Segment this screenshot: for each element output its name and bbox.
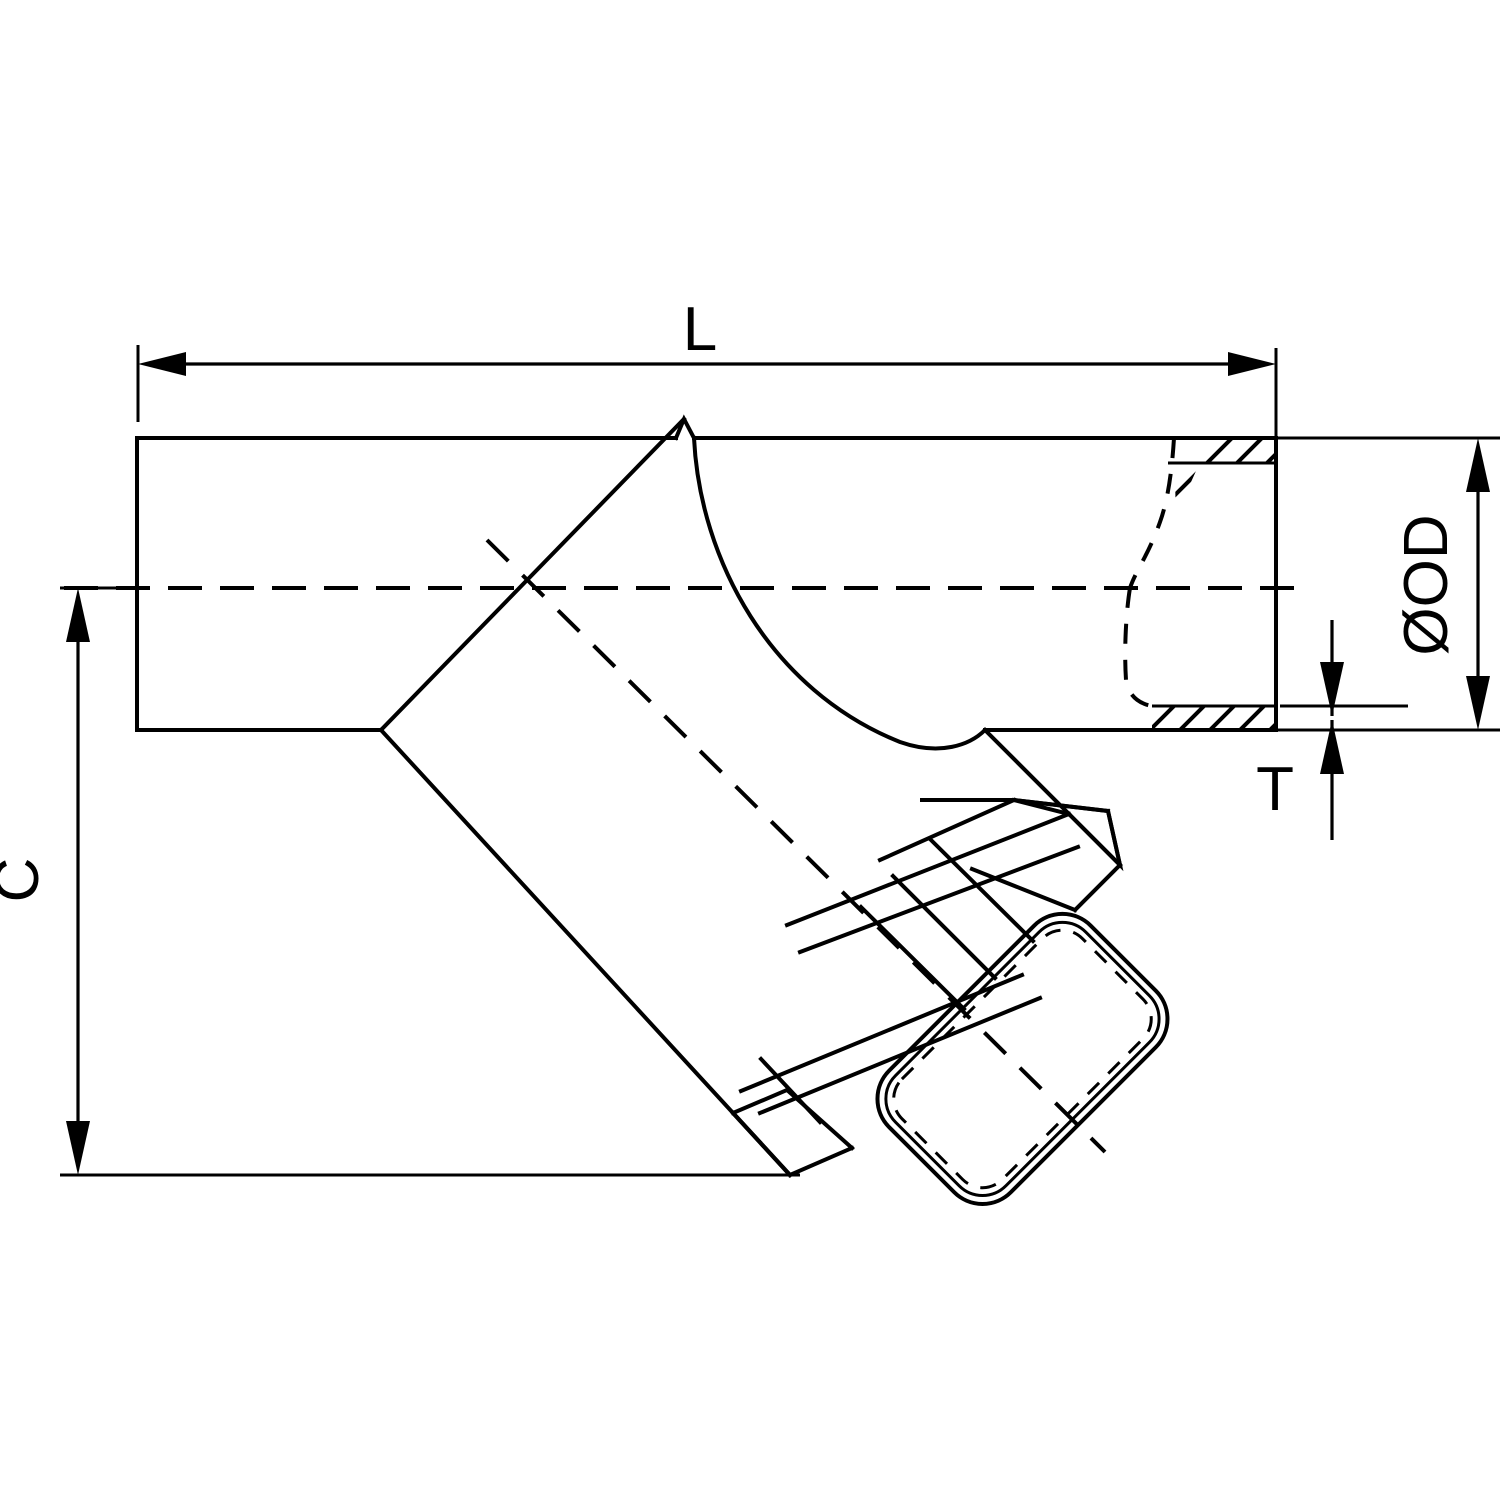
plug-inner-long-edge: [797, 844, 1081, 955]
C-arrow-bottom: [66, 1121, 90, 1175]
L-arrow-left: [138, 352, 186, 376]
plug-nut-divider: [758, 1056, 823, 1125]
dimension-T: [1280, 620, 1408, 840]
plug-band-2b: [969, 866, 1078, 913]
blowdown-cap-assembly: [730, 797, 1170, 1206]
L-arrow-right: [1228, 352, 1276, 376]
branch-right-wall: [982, 727, 1072, 817]
T-arrow-down: [1320, 662, 1344, 716]
plug-end-face-left: [730, 1110, 793, 1178]
plug-end-chamfer-bottom: [787, 1145, 855, 1178]
section-hatching-top: [1174, 438, 1276, 520]
dimension-L: [136, 345, 1278, 440]
plug-band-2a: [927, 836, 1036, 944]
plug-edge-a: [877, 797, 1017, 863]
bore-bottom-hidden-curve: [1123, 587, 1153, 708]
plug-band-1a: [858, 904, 967, 1012]
internal-bore-hidden-lines: [1123, 437, 1176, 708]
plug-outer-long-edge: [784, 811, 1072, 928]
y-branch-body: [378, 414, 1072, 1178]
branch-inner-fillet-curve: [691, 435, 988, 751]
dimension-C: [60, 586, 800, 1177]
plug-lower-long-edge-2: [757, 995, 1043, 1116]
OD-arrow-bottom: [1466, 676, 1490, 730]
OD-arrow-top: [1466, 438, 1490, 492]
bore-top-hidden-curve: [1128, 437, 1176, 589]
branch-upper-left-wall: [378, 416, 687, 733]
blowdown-rounded-cap: [875, 911, 1170, 1206]
plug-band-1b: [890, 873, 998, 981]
cap-inner-hidden-rect: [892, 928, 1153, 1190]
dimension-label-OD: ØOD: [1392, 514, 1461, 655]
branch-centerline: [485, 538, 1107, 1154]
hex-boss-top-edge: [1011, 797, 1111, 814]
dimension-label-C: C: [0, 858, 52, 903]
dimension-label-T: T: [1256, 755, 1294, 824]
hex-boss-lower-right: [1072, 862, 1123, 913]
cap-outer-rect: [875, 911, 1170, 1206]
branch-left-wall: [378, 727, 793, 1178]
hex-boss-right-edge: [1066, 811, 1123, 868]
T-arrow-up: [1320, 720, 1344, 774]
plug-body: [730, 797, 1081, 1178]
hex-plug-boss: [1011, 797, 1124, 913]
pipe-body-outline: [135, 436, 1278, 732]
dimension-label-L: L: [683, 295, 717, 364]
plug-end-chamfer-top: [730, 1087, 790, 1116]
dimension-OD: [1276, 436, 1500, 732]
cap-mid-rect: [884, 920, 1161, 1198]
section-hatching-bottom: [1152, 705, 1276, 730]
C-arrow-top: [66, 588, 90, 642]
hex-boss-corner: [1105, 808, 1123, 868]
